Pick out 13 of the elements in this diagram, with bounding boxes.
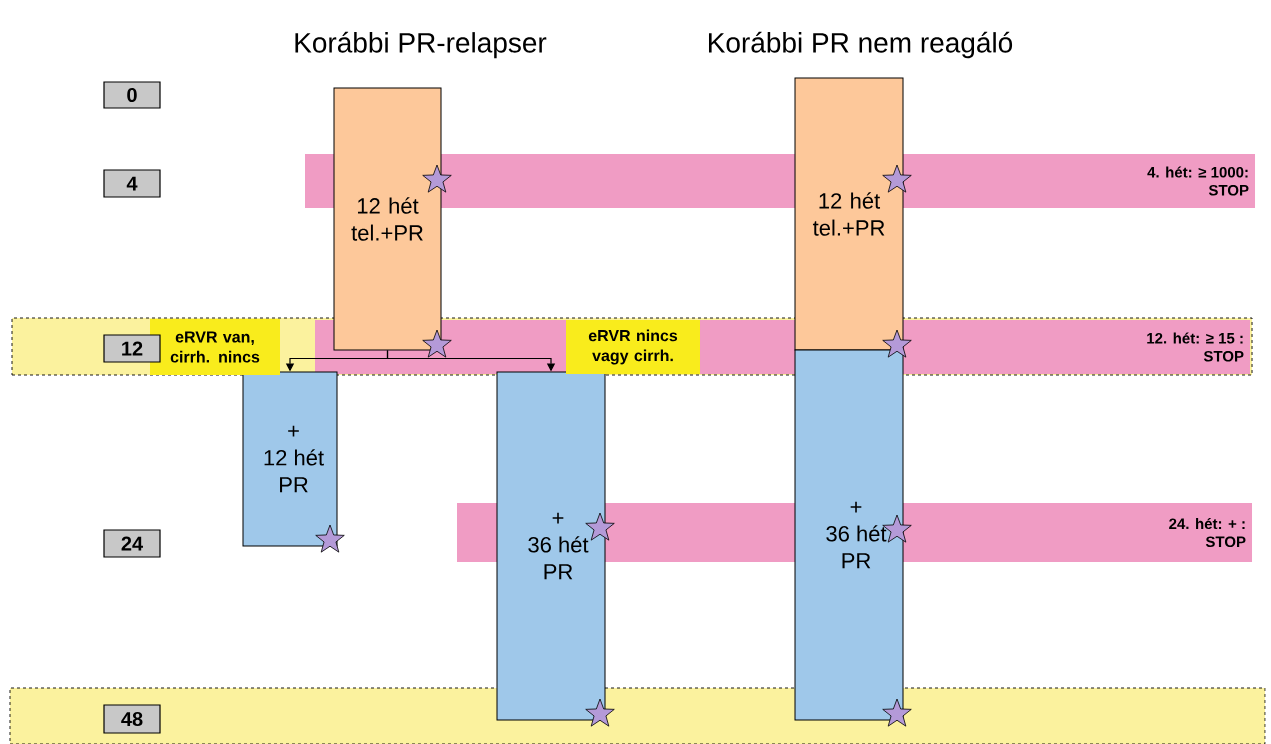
treatment-box: + 12 hét PR <box>242 371 338 547</box>
treatment-box: 12 hét tel.+PR <box>794 77 904 351</box>
treatment-box: + 36 hét PR <box>794 349 904 721</box>
week-box: 24 <box>103 529 161 558</box>
week-box: 4 <box>103 169 161 198</box>
treatment-box: 12 hét tel.+PR <box>333 87 442 351</box>
week-box: 0 <box>103 81 161 109</box>
column-heading: Korábbi PR-relapser <box>295 31 547 59</box>
week-box: 12 <box>103 334 161 363</box>
condition-label: eRVR nincs vagy cirrh. <box>566 320 700 374</box>
condition-label: eRVR van, cirrh. nincs <box>150 319 280 375</box>
week-box: 48 <box>103 704 161 734</box>
treatment-box: + 36 hét PR <box>496 371 606 721</box>
